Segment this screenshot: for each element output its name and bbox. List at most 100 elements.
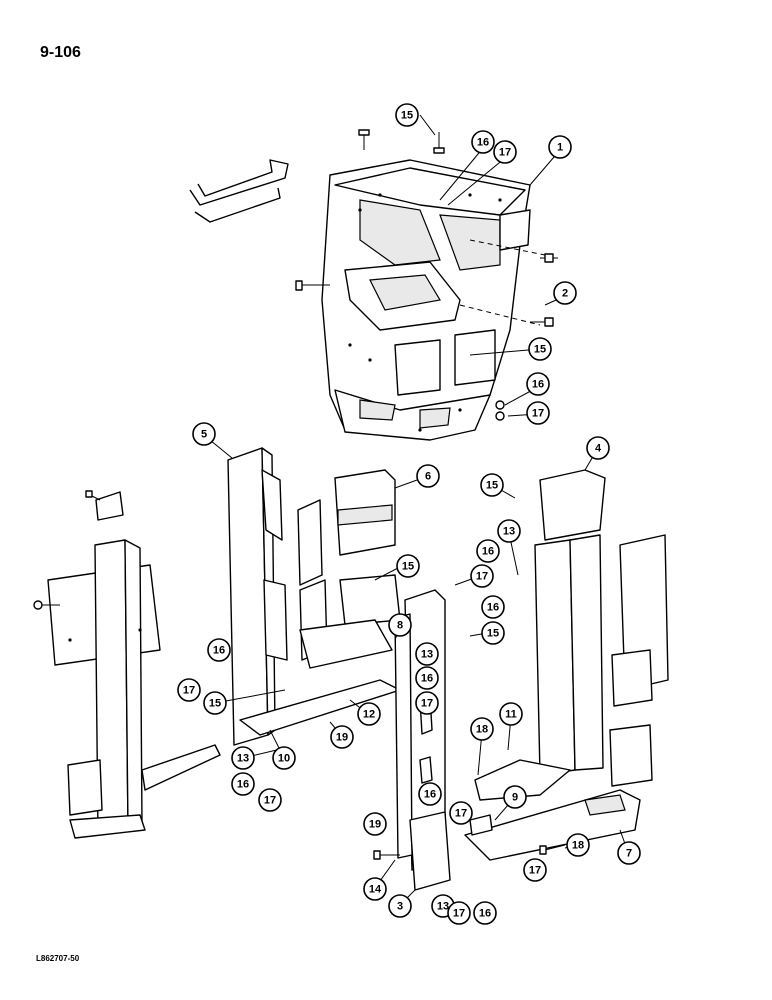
callout-label: 9 — [512, 792, 518, 804]
callout-balloon — [203, 691, 227, 715]
callout-label: 15 — [487, 628, 499, 640]
callout-balloon — [258, 788, 282, 812]
callout-label: 15 — [209, 698, 221, 710]
callout-19: 19 — [363, 812, 387, 836]
callout-balloon — [415, 691, 439, 715]
upright-4-plate-lower — [609, 724, 653, 787]
base-plate-cutout — [584, 794, 626, 816]
callout-label: 4 — [595, 443, 602, 455]
mount-guard — [67, 759, 103, 816]
callout-balloon — [481, 621, 505, 645]
callout-13: 13 — [415, 642, 439, 666]
callout-label: 19 — [336, 732, 348, 744]
support-bracket — [189, 159, 289, 223]
callout-label: 16 — [421, 673, 433, 685]
frame-bottom-opening — [359, 399, 396, 421]
callout-11: 11 — [499, 702, 523, 726]
callout-balloon — [471, 130, 495, 154]
bracket-6 — [299, 469, 401, 669]
callout-14: 14 — [363, 877, 387, 901]
callout-balloon — [449, 801, 473, 825]
callout-balloon — [388, 894, 412, 918]
callout-16: 16 — [418, 782, 442, 806]
callout-15: 15 — [528, 337, 552, 361]
bracket-rod — [189, 159, 289, 206]
callout-balloon — [481, 595, 505, 619]
callout-balloon — [418, 782, 442, 806]
callout-16: 16 — [415, 666, 439, 690]
callout-label: 16 — [479, 908, 491, 920]
callout-label: 1 — [557, 142, 563, 154]
callout-label: 5 — [201, 429, 207, 441]
callout-label: 16 — [532, 379, 544, 391]
mount-foot — [69, 814, 146, 839]
frame-plate-2 — [499, 209, 531, 251]
callout-balloon — [586, 436, 610, 460]
callout-label: 18 — [572, 840, 584, 852]
frame-mid-opening — [369, 274, 441, 311]
callout-balloon — [526, 401, 550, 425]
callout-17: 17 — [526, 401, 550, 425]
bracket-6-shelf — [337, 504, 393, 526]
callout-4: 4 — [586, 436, 610, 460]
upright-flange — [261, 469, 283, 541]
callout-label: 3 — [397, 901, 403, 913]
frame-side-window — [454, 329, 496, 386]
upper-hardware — [295, 129, 558, 421]
callout-label: 17 — [455, 808, 467, 820]
callout-18: 18 — [470, 717, 494, 741]
callout-balloon — [473, 901, 497, 925]
callout-15: 15 — [480, 473, 504, 497]
callout-label: 16 — [213, 645, 225, 657]
callout-balloon — [548, 135, 572, 159]
upright-4-body — [534, 539, 576, 776]
callout-17: 17 — [258, 788, 282, 812]
callout-label: 16 — [477, 137, 489, 149]
callout-balloon — [177, 678, 201, 702]
callout-17: 17 — [523, 858, 547, 882]
callout-17: 17 — [470, 564, 494, 588]
callout-label: 15 — [486, 480, 498, 492]
callout-13: 13 — [497, 519, 521, 543]
callout-balloon — [493, 140, 517, 164]
bracket-11 — [474, 759, 571, 801]
callout-label: 16 — [487, 602, 499, 614]
callout-balloon — [499, 702, 523, 726]
callout-balloon — [192, 422, 216, 446]
upright-channel-5 — [227, 447, 269, 746]
callout-label: 15 — [402, 561, 414, 573]
callout-balloon — [363, 812, 387, 836]
callout-balloon — [363, 877, 387, 901]
callout-15: 15 — [395, 103, 419, 127]
bracket-rod — [194, 187, 281, 223]
callout-17: 17 — [447, 901, 471, 925]
callout-label: 19 — [369, 819, 381, 831]
callout-balloon — [470, 717, 494, 741]
upright-flange — [263, 579, 288, 661]
callout-13: 13 — [231, 746, 255, 770]
callout-label: 2 — [562, 288, 568, 300]
callout-16: 16 — [481, 595, 505, 619]
callout-balloon — [528, 337, 552, 361]
callout-balloon — [388, 613, 412, 637]
callout-label: 17 — [264, 795, 276, 807]
callout-balloon — [503, 785, 527, 809]
callout-balloon — [526, 372, 550, 396]
guard-3 — [409, 811, 451, 891]
callout-16: 16 — [231, 772, 255, 796]
mount-brace — [141, 744, 221, 791]
callout-9: 9 — [503, 785, 527, 809]
callout-16: 16 — [526, 372, 550, 396]
page-number: 9-106 — [40, 44, 81, 61]
callout-balloon — [231, 772, 255, 796]
callout-balloon — [357, 702, 381, 726]
callout-18: 18 — [566, 833, 590, 857]
callout-label: 13 — [421, 649, 433, 661]
callout-label: 13 — [503, 526, 515, 538]
callout-label: 8 — [397, 620, 403, 632]
callout-balloon — [553, 281, 577, 305]
callout-7: 7 — [617, 841, 641, 865]
callout-label: 16 — [482, 546, 494, 558]
callout-15: 15 — [481, 621, 505, 645]
